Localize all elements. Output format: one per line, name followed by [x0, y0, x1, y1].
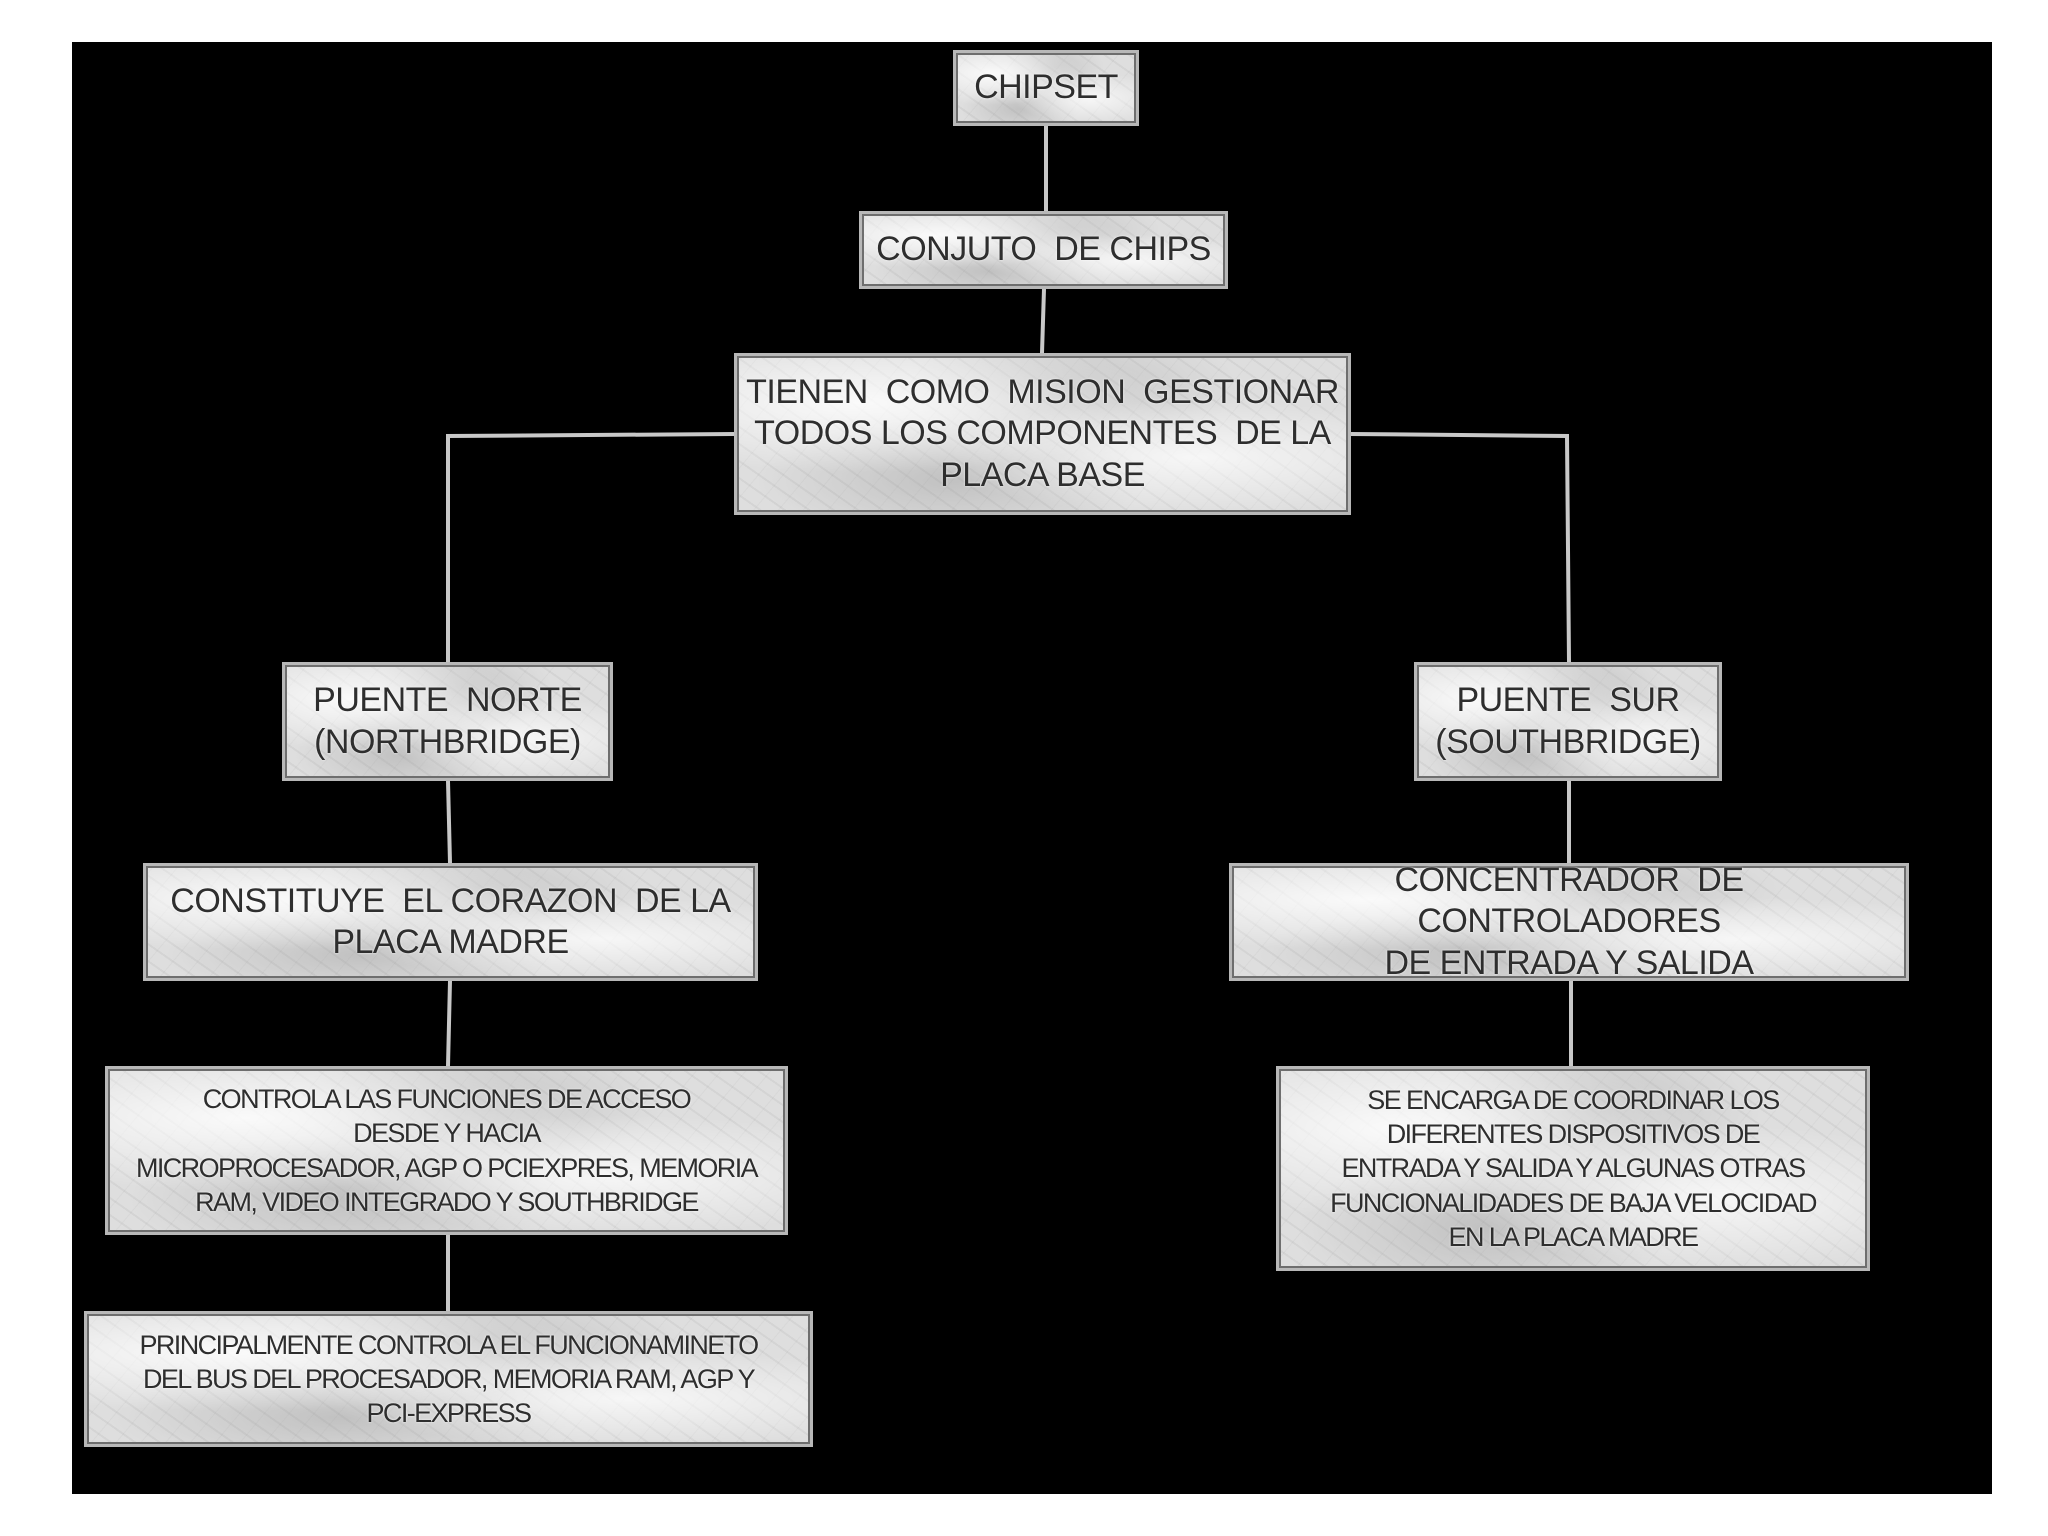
- node-label-line: EN LA PLACA MADRE: [1448, 1221, 1700, 1252]
- node-coordinar-dispositivos: SE ENCARGA DE COORDINAR LOS DIFERENTES DI…: [1276, 1066, 1870, 1271]
- node-label-line: MICROPROCESADOR, AGP O PCIExpres, MEMORI…: [135, 1152, 759, 1183]
- node-label-line: TODOS LOS COMPONENTES DE LA: [754, 414, 1331, 453]
- node-label: PRINCIPALMENTE CONTROLA EL FUNCIONAMINET…: [139, 1328, 760, 1431]
- node-label: CHIPSET: [974, 67, 1118, 108]
- node-label-line: DIFERENTES DISPOSITIVOS DE: [1386, 1119, 1761, 1150]
- node-label-line: PUENTE SUR: [1456, 681, 1680, 720]
- node-label: CONTROLA LAS FUNCIONES DE ACCESO DESDE Y …: [135, 1082, 759, 1219]
- node-label-line: PCI-Express: [366, 1398, 533, 1429]
- node-label: PUENTE SUR(SOUTHBRIDGE): [1435, 680, 1701, 763]
- node-label: SE ENCARGA DE COORDINAR LOS DIFERENTES DI…: [1330, 1083, 1817, 1254]
- node-label-line: PRINCIPALMENTE CONTROLA EL FUNCIONAMINET…: [139, 1329, 760, 1360]
- node-label-line: RAM, VIDEO INTEGRADO Y SOUTHBRIDGE: [195, 1186, 699, 1217]
- node-label-line: CONCENTRADOR DE CONTROLADORES: [1394, 860, 1744, 941]
- node-label-line: DEL BUS DEL PROCESADOR, MEMORIA RAM, AGP…: [143, 1363, 756, 1394]
- node-label: CONJUTO DE CHIPS: [876, 229, 1211, 270]
- node-label: PUENTE NORTE(NORTHBRIDGE): [313, 680, 582, 763]
- node-puente-norte: PUENTE NORTE(NORTHBRIDGE): [282, 662, 613, 781]
- node-label-line: DESDE Y HACIA: [353, 1118, 541, 1149]
- node-label-line: CONSTITUYE EL CORAZON DE LA: [170, 881, 731, 920]
- node-conjunto-de-chips: CONJUTO DE CHIPS: [859, 211, 1228, 289]
- node-puente-sur: PUENTE SUR(SOUTHBRIDGE): [1414, 662, 1722, 781]
- node-controla-bus: PRINCIPALMENTE CONTROLA EL FUNCIONAMINET…: [84, 1311, 813, 1447]
- node-controla-funciones: CONTROLA LAS FUNCIONES DE ACCESO DESDE Y …: [105, 1066, 788, 1235]
- node-label-line: ENTRADA Y SALIDA Y ALGUNAS OTRAS: [1341, 1153, 1806, 1184]
- node-label-line: PUENTE NORTE: [313, 681, 582, 720]
- node-label-line: PLACA BASE: [940, 455, 1145, 494]
- node-label-line: DE ENTRADA Y SALIDA: [1384, 943, 1754, 982]
- node-label-line: TIENEN COMO MISION GESTIONAR: [746, 372, 1339, 411]
- node-label-line: SE ENCARGA DE COORDINAR LOS: [1367, 1084, 1780, 1115]
- node-label-line: CONJUTO DE CHIPS: [876, 230, 1211, 269]
- node-label-line: (SOUTHBRIDGE): [1435, 722, 1701, 761]
- node-label-line: FUNCIONALIDADES DE BAJA VELOCIDAD: [1330, 1187, 1817, 1218]
- node-chipset: CHIPSET: [953, 50, 1139, 126]
- node-label-line: CHIPSET: [974, 68, 1118, 107]
- node-label-line: (NORTHBRIDGE): [314, 722, 581, 761]
- node-label-line: CONTROLA LAS FUNCIONES DE ACCESO: [202, 1083, 692, 1114]
- node-label-line: PLACA MADRE: [332, 923, 569, 961]
